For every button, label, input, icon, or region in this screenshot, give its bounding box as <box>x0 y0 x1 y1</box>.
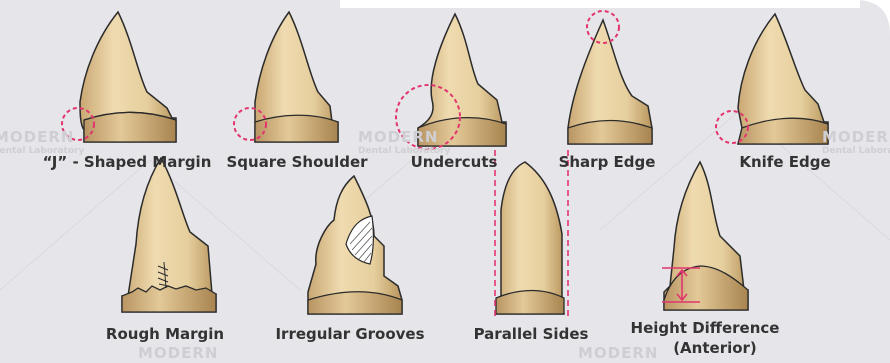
label-undercuts: Undercuts <box>404 154 504 171</box>
label-rough-margin: Rough Margin <box>100 326 230 343</box>
label-irregular-grooves: Irregular Grooves <box>270 326 430 343</box>
label-knife-edge: Knife Edge <box>730 154 840 171</box>
label-height-difference: Height Difference <box>630 320 780 337</box>
background-top-strip <box>340 0 860 8</box>
watermark-brand: MODERN <box>358 128 438 146</box>
watermark-brand: MODERN <box>0 128 74 146</box>
label-height-difference-sub: (Anterior) <box>640 340 790 357</box>
label-square-shoulder: Square Shoulder <box>222 154 372 171</box>
label-j-shaped-margin: “J” - Shaped Margin <box>32 154 222 171</box>
label-sharp-edge: Sharp Edge <box>552 154 662 171</box>
watermark-brand: MODERN <box>822 128 890 146</box>
watermark-brand: MODERN <box>138 344 218 362</box>
label-parallel-sides: Parallel Sides <box>466 326 596 343</box>
